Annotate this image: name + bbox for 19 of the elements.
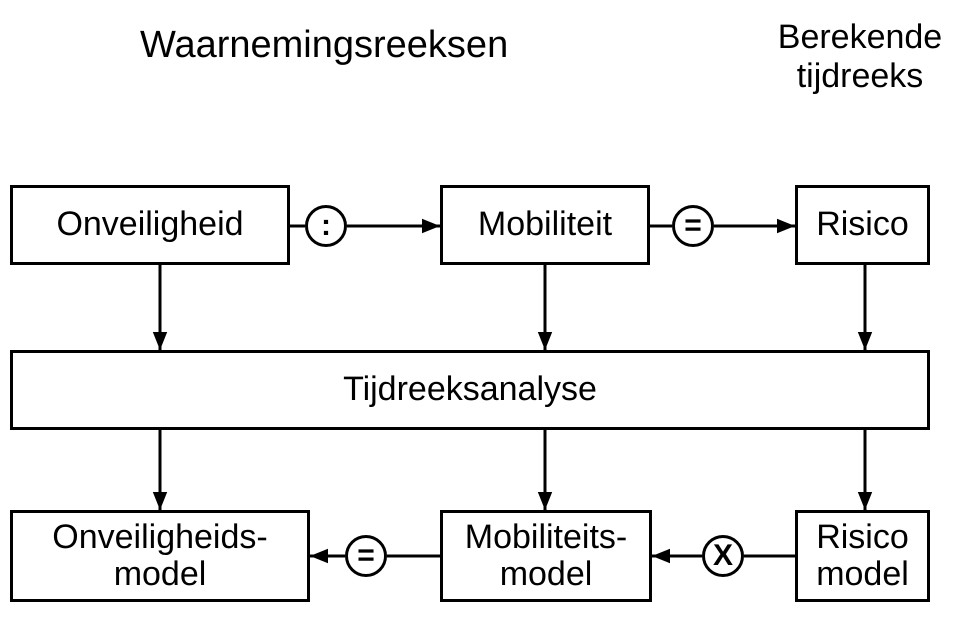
arrow — [152, 430, 168, 510]
process-box: Risico model — [795, 510, 930, 602]
arrow — [858, 430, 872, 510]
process-box: Tijdreeksanalyse — [10, 350, 930, 430]
arrow — [652, 548, 702, 564]
process-box: Risico — [795, 185, 930, 265]
arrow — [310, 548, 345, 564]
column-heading: Waarnemingsreeksen — [140, 23, 508, 68]
column-heading: Berekende tijdreeks — [776, 18, 944, 96]
process-box: Onveiligheid — [10, 185, 290, 265]
arrow — [152, 265, 168, 350]
arrow — [347, 218, 440, 234]
process-box: Mobiliteits- model — [440, 510, 652, 602]
arrow — [858, 265, 872, 350]
process-box: Mobiliteit — [440, 185, 650, 265]
arrow — [538, 265, 552, 350]
process-box: Onveiligheids- model — [10, 510, 310, 602]
arrow — [714, 218, 795, 234]
arrow — [538, 430, 552, 510]
